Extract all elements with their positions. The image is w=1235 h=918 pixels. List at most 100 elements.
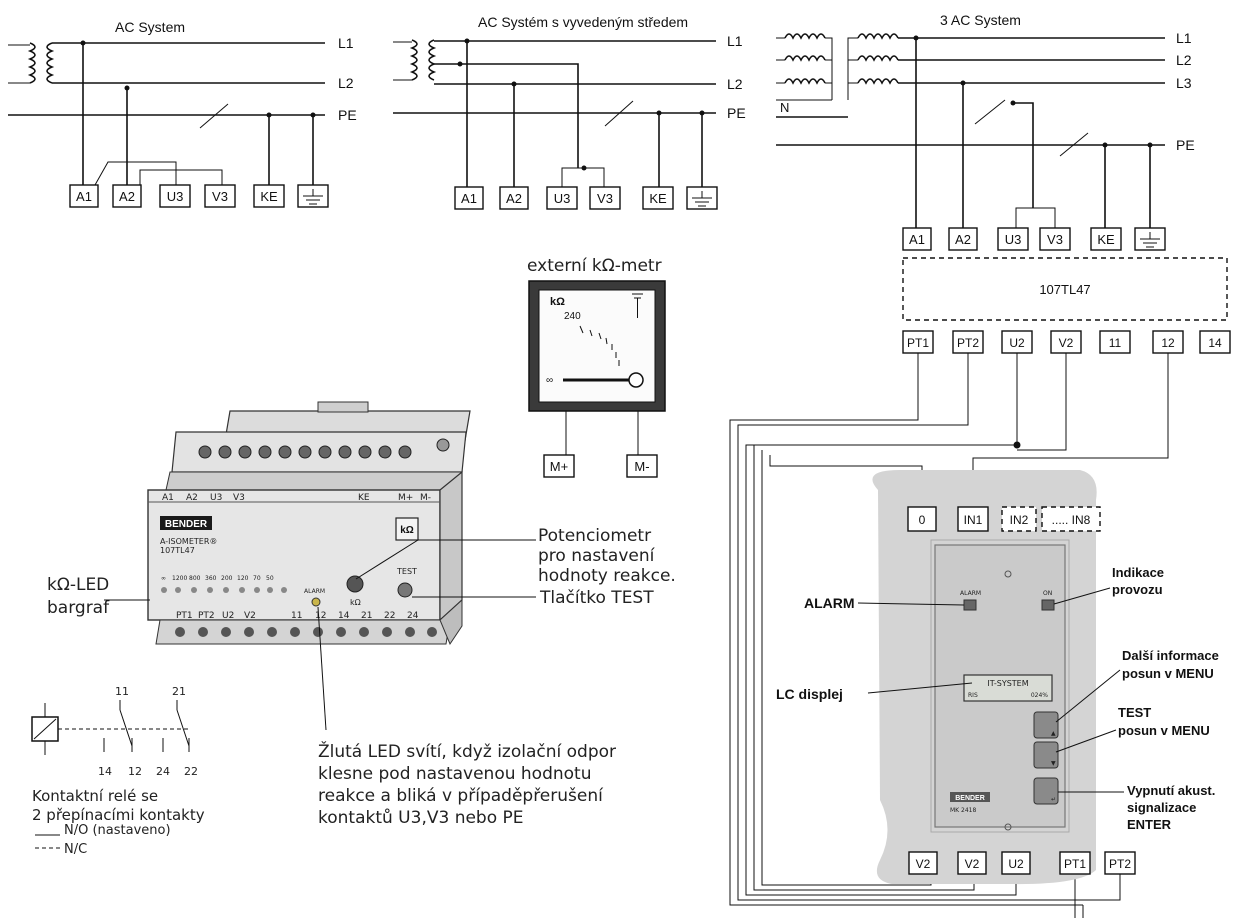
label-mute: signalizace [1127, 800, 1196, 815]
annotation-led-bargraph: kΩ-LED [47, 575, 109, 595]
label-more-info: posun v MENU [1122, 666, 1214, 681]
device-annotations: Potenciometr pro nastavení hodnoty reakc… [47, 526, 676, 828]
module-terminals: PT1 PT2 U2 V2 11 12 14 [902, 330, 1231, 354]
terminal-v2: V2 [965, 857, 980, 871]
scale-label: 360 [205, 575, 217, 582]
terminal-a2: A2 [506, 191, 522, 206]
input-in8: ..... IN8 [1052, 513, 1091, 527]
label-test: TEST [1118, 705, 1151, 720]
label-more-info: Další informace [1122, 648, 1219, 663]
external-kohm-meter: externí kΩ-metr kΩ 240 ∞ M+ M- [527, 256, 666, 478]
led-bargraph: ∞ 1200 800 360 200 120 70 50 [161, 575, 287, 593]
annotation-potentiometer: hodnoty reakce. [538, 566, 676, 586]
device-label: 12 [315, 611, 326, 621]
module-label: 107TL47 [1039, 282, 1090, 297]
device-label-a1: A1 [162, 493, 174, 503]
label-pe: PE [1176, 137, 1195, 153]
transformer-primary-coil [409, 39, 418, 81]
label-pe: PE [727, 105, 746, 121]
lc-display [963, 674, 1053, 702]
test-menu-button[interactable] [1033, 741, 1059, 769]
wire-bundle [729, 353, 1169, 918]
display-line-2-left: RIS [968, 692, 978, 699]
relay-contact-1 [103, 700, 133, 752]
terminal-pt2: PT2 [1109, 857, 1131, 871]
device-label-ke: KE [358, 493, 370, 503]
label-n: N [780, 100, 789, 115]
device-label: PT1 [176, 611, 193, 621]
relay-legend-nc: N/C [64, 842, 87, 857]
label-display: LC displej [776, 686, 843, 702]
chevron-up-icon: ▲ [1051, 730, 1056, 737]
panel-on-led [1041, 599, 1055, 611]
scale-label: 800 [189, 575, 201, 582]
scale-label: 200 [221, 575, 233, 582]
panel-inputs: 0 IN1 IN2 ..... IN8 [907, 506, 1101, 532]
label-l1: L1 [727, 33, 743, 49]
annotation-yellow-led: kontaktů U3,V3 nebo PE [318, 808, 524, 828]
chevron-down-icon: ▼ [1051, 760, 1056, 767]
terminal-u3: U3 [1005, 232, 1022, 247]
relay-caption: Kontaktní relé se [32, 787, 158, 805]
label-l1: L1 [338, 35, 354, 51]
scale-label: 1200 [172, 575, 187, 582]
terminal-a1: A1 [461, 191, 477, 206]
display-line-1: IT-SYSTEM [987, 679, 1028, 688]
device-label: V2 [244, 611, 256, 621]
device-label-mminus: M- [420, 493, 431, 503]
input-in2: IN2 [1010, 513, 1029, 527]
annotation-test-button: Tlačítko TEST [539, 588, 654, 608]
device-alarm-label: ALARM [304, 588, 325, 595]
panel-alarm-led [963, 599, 977, 611]
label-l3: L3 [1176, 75, 1192, 91]
enter-button[interactable] [1033, 777, 1059, 805]
kohm-button-label: kΩ [400, 525, 414, 536]
test-button[interactable] [397, 582, 413, 598]
terminal-pt2: PT2 [957, 336, 979, 350]
terminal-v2: V2 [1059, 336, 1074, 350]
panel-logo [950, 792, 990, 802]
label-l1: L1 [1176, 30, 1192, 46]
terminal-mplus: M+ [550, 459, 568, 474]
input-0: 0 [919, 513, 926, 527]
annotation-potentiometer: Potenciometr [538, 526, 651, 546]
alarm-led [311, 597, 321, 607]
potentiometer-knob[interactable] [346, 575, 364, 593]
panel-annotations: ALARM Indikace provozu LC displej Další … [776, 565, 1219, 832]
device-label: 22 [384, 611, 395, 621]
relay-number: 24 [156, 765, 170, 778]
terminal-a2: A2 [955, 232, 971, 247]
device-label-v3: V3 [233, 493, 245, 503]
label-l2: L2 [727, 76, 743, 92]
device-label: PT2 [198, 611, 215, 621]
relay-number: 11 [115, 685, 129, 698]
operator-panel: 0 IN1 IN2 ..... IN8 ALARM ON IT-SYSTEM R… [872, 470, 1136, 885]
relay-number: 21 [172, 685, 186, 698]
device-label-mplus: M+ [398, 493, 413, 503]
info-button[interactable] [1033, 711, 1059, 739]
transformer-secondary-coil [46, 42, 55, 84]
meter-title: externí kΩ-metr [527, 256, 662, 276]
panel-logo-text: BENDER [955, 795, 985, 802]
terminal-u3: U3 [554, 191, 571, 206]
ground-icon [303, 189, 323, 205]
terminal-v3: V3 [212, 189, 228, 204]
ac-system-diagram: AC System L1 L2 PE A1 A2 U3 V3 KE [8, 19, 357, 208]
relay-caption: 2 přepínacími kontakty [32, 806, 205, 824]
module-107tl47 [902, 257, 1228, 321]
panel-bottom-terminals: V2 V2 U2 PT1 PT2 [908, 851, 1136, 875]
label-l2: L2 [338, 75, 354, 91]
terminal-v3: V3 [1047, 232, 1063, 247]
label-alarm: ALARM [804, 595, 855, 611]
annotation-yellow-led: klesne pod nastavenou hodnotu [318, 764, 592, 784]
device-bottom-labels: PT1 PT2 U2 V2 11 12 14 21 22 24 [176, 611, 419, 621]
transformer-primary-coil [27, 42, 36, 84]
top-screw-row [198, 438, 450, 459]
isometer-device: A1 A2 U3 V3 KE M+ M- BENDER A-ISOMETER® … [147, 401, 471, 646]
terminal-v3: V3 [597, 191, 613, 206]
terminal-14: 14 [1208, 336, 1222, 350]
kohm-button[interactable] [395, 517, 419, 541]
scale-label: 70 [253, 575, 261, 582]
terminal-ke: KE [1097, 232, 1115, 247]
